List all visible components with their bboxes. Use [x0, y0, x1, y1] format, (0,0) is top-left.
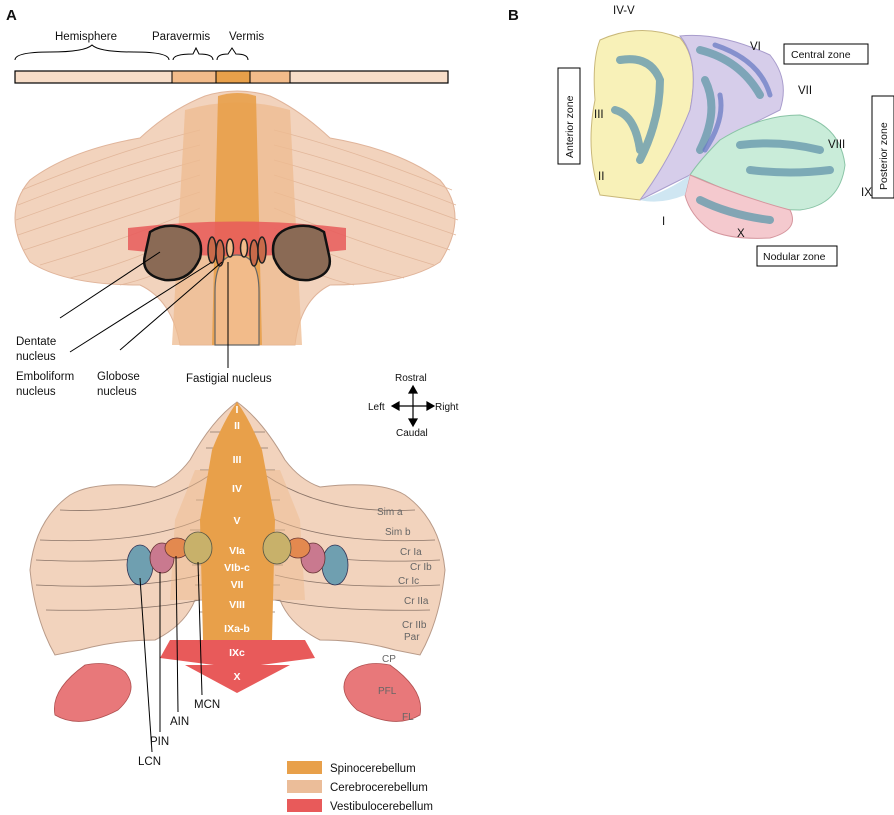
orientation-compass: Rostral Caudal Left Right — [368, 373, 459, 439]
sag-lobule-vii: VII — [798, 85, 812, 97]
hemisphere-label: Hemisphere — [55, 31, 117, 43]
lobule-VII: VII — [231, 579, 244, 591]
cerebellum-dorsal-view — [15, 91, 458, 345]
lobule-cr-ib: Cr Ib — [410, 562, 432, 573]
sag-lobule-ix: IX — [861, 187, 872, 199]
compass-rostral: Rostral — [395, 373, 427, 384]
lobule-I: I — [236, 404, 239, 416]
emboliform-nucleus-label: Emboliform nucleus — [16, 371, 77, 398]
anterior-zone-label: Anterior zone — [564, 95, 576, 158]
lcn-label: LCN — [138, 756, 161, 768]
lobule-II: II — [234, 420, 240, 432]
flocculus-left — [54, 664, 131, 722]
mcn-label: MCN — [194, 699, 220, 711]
globose-nucleus-label: Globose nucleus — [97, 371, 143, 398]
lobule-fl: FL — [402, 712, 414, 723]
lobule-cr-ic: Cr Ic — [398, 576, 419, 587]
legend-swatch-cerebro — [287, 780, 322, 793]
sag-lobule-viii: VIII — [828, 139, 845, 151]
legend-label-vestibulo: Vestibulocerebellum — [330, 801, 433, 813]
panel-label-b: B — [508, 7, 519, 24]
sag-lobule-x: X — [737, 228, 745, 240]
lobule-cr-iib: Cr IIb — [402, 620, 427, 631]
lobule-sim-a: Sim a — [377, 507, 403, 518]
nodular-zone-label: Nodular zone — [763, 251, 826, 263]
lobule-X: X — [233, 671, 240, 683]
posterior-zone-label: Posterior zone — [878, 122, 890, 190]
sag-lobule-iv-v: IV-V — [613, 5, 635, 17]
legend-swatch-spino — [287, 761, 322, 774]
sag-lobule-vi: VI — [750, 41, 761, 53]
compass-right: Right — [435, 402, 459, 413]
panel-label-a: A — [6, 7, 17, 24]
lobule-VIII: VIII — [229, 599, 245, 611]
lobule-IXc: IXc — [229, 647, 245, 659]
dentate-nucleus-left — [144, 226, 201, 280]
lobule-III: III — [233, 454, 242, 466]
lobule-IV: IV — [232, 483, 242, 495]
lobule-VIa: VIa — [229, 545, 245, 557]
sag-lobule-iii: III — [594, 109, 604, 121]
lobule-VIb-c: VIb-c — [224, 562, 250, 574]
sag-lobule-ii: II — [598, 171, 604, 183]
dentate-nucleus-label: Dentate nucleus — [16, 336, 59, 363]
lobule-sim-b: Sim b — [385, 527, 411, 538]
lobule-cp: CP — [382, 654, 396, 665]
region-header: Hemisphere Paravermis Vermis — [15, 31, 448, 83]
legend: Spinocerebellum Cerebrocerebellum Vestib… — [287, 761, 433, 813]
central-zone-label: Central zone — [791, 49, 851, 61]
paravermis-label: Paravermis — [152, 31, 210, 43]
pin-label: PIN — [150, 736, 169, 748]
legend-label-spino: Spinocerebellum — [330, 763, 416, 775]
vermis-label: Vermis — [229, 31, 264, 43]
lobule-IXa-b: IXa-b — [224, 623, 250, 635]
lobule-pfl: PFL — [378, 686, 397, 697]
sag-lobule-i: I — [662, 216, 665, 228]
lobule-V: V — [233, 515, 240, 527]
lobule-par: Par — [404, 632, 420, 643]
legend-label-cerebro: Cerebrocerebellum — [330, 782, 428, 794]
legend-swatch-vestibulo — [287, 799, 322, 812]
compass-caudal: Caudal — [396, 428, 428, 439]
fastigial-nucleus-label: Fastigial nucleus — [186, 373, 272, 385]
ain-label: AIN — [170, 716, 189, 728]
dentate-nucleus-right — [273, 226, 330, 280]
compass-left: Left — [368, 402, 385, 413]
lobule-cr-iia: Cr IIa — [404, 596, 429, 607]
lobule-cr-ia: Cr Ia — [400, 547, 422, 558]
